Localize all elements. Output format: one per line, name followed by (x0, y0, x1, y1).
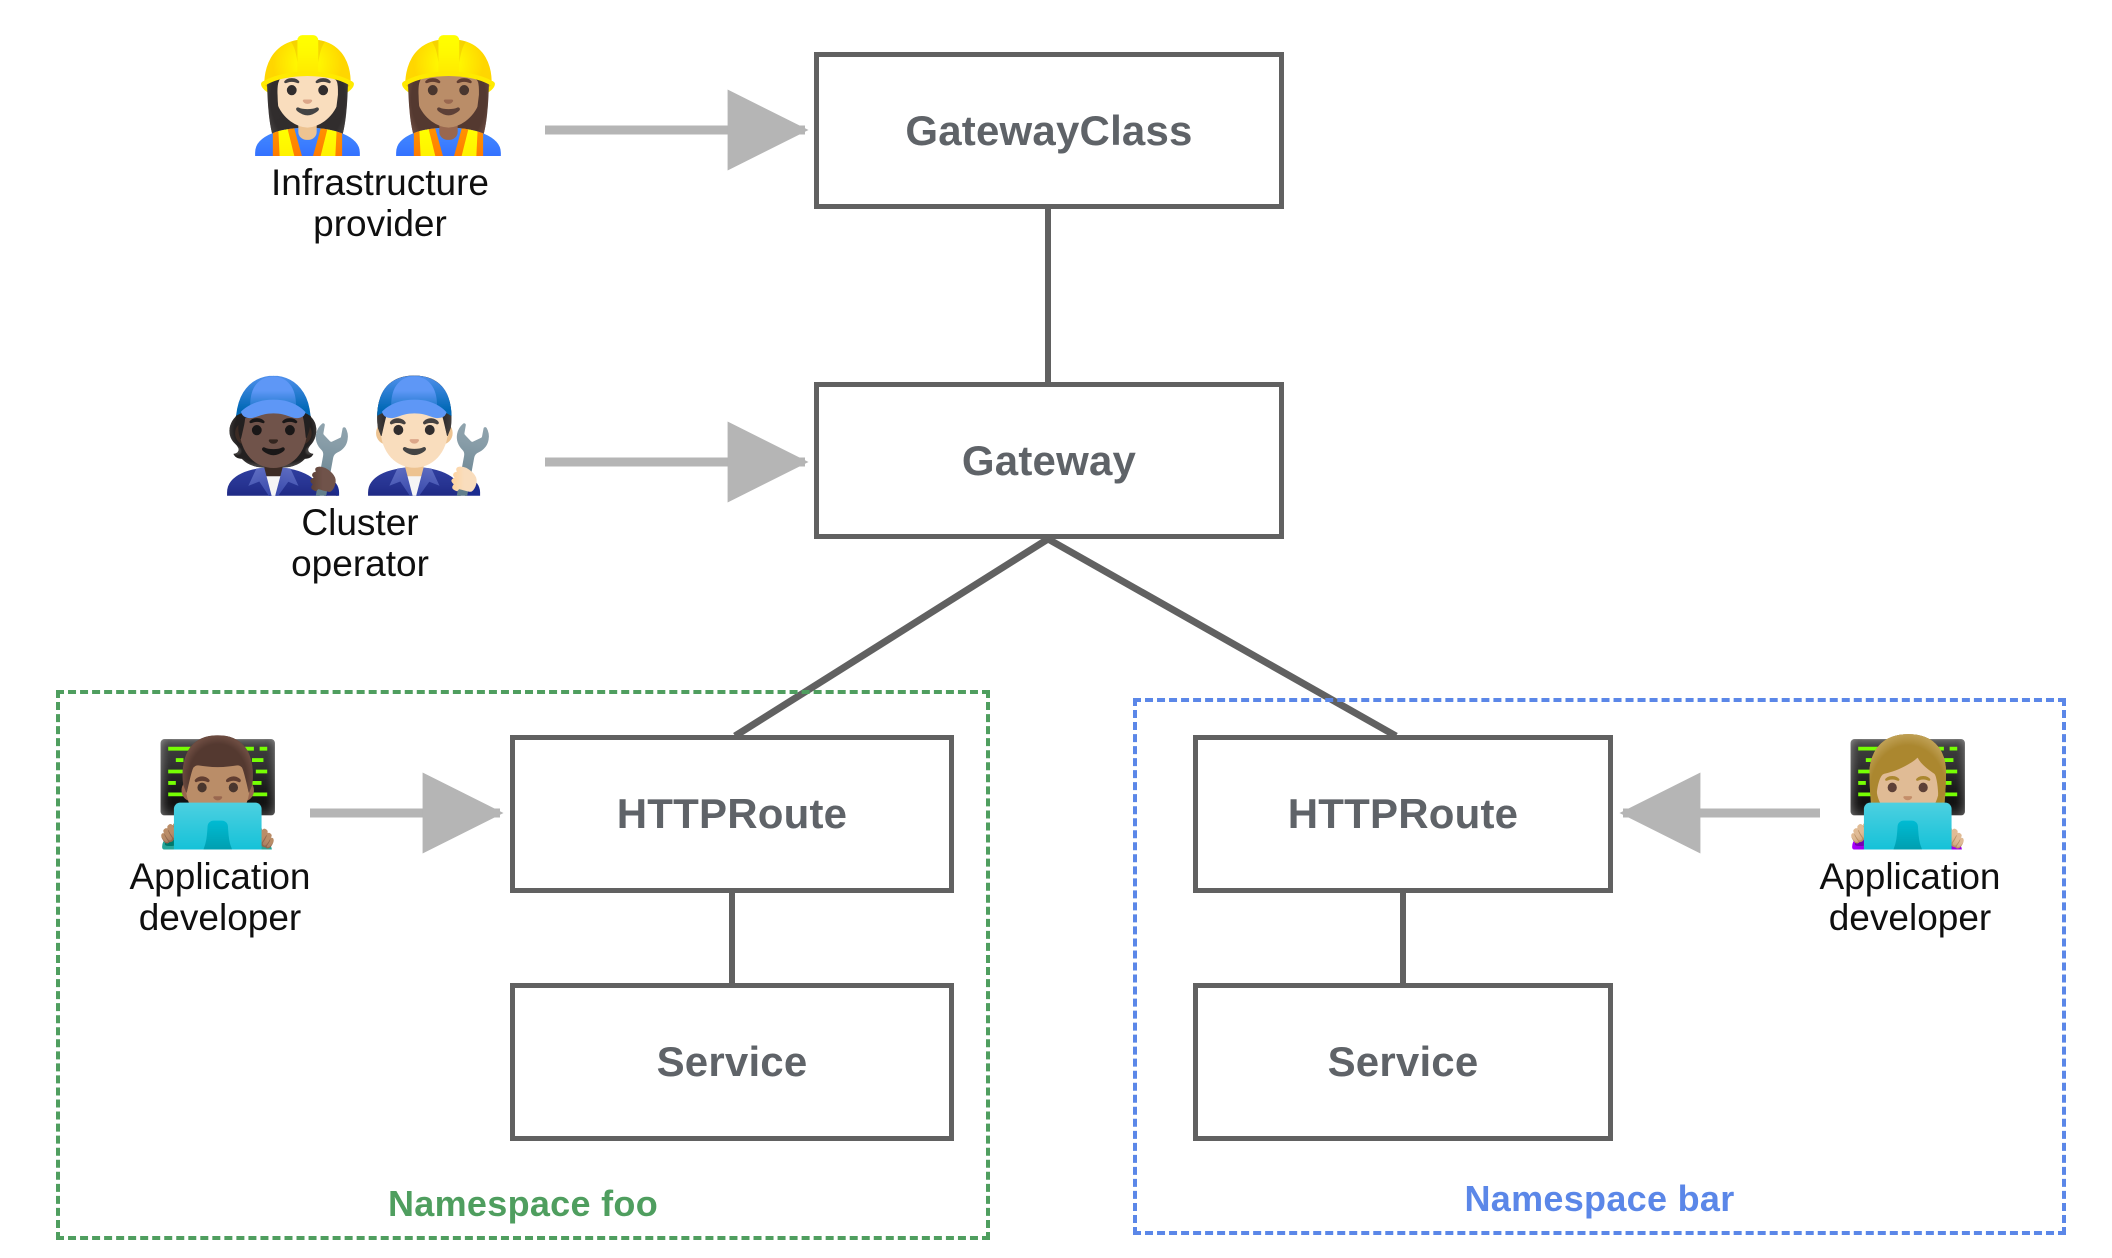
persona-caption-application-developer-foo: Application developer (129, 856, 311, 939)
persona-caption-application-developer-bar: Application developer (1819, 856, 2001, 939)
resource-label-service-foo: Service (656, 1038, 808, 1085)
persona-infrastructure-provider: 👷🏻‍♀️👷🏽‍♀️ Infrastructure provider (210, 40, 550, 245)
namespace-label-bar: Namespace bar (1464, 1178, 1735, 1219)
resource-label-gatewayclass: GatewayClass (905, 106, 1193, 154)
technologist-emoji: 👨🏽‍💻 (153, 731, 287, 853)
resource-label-service-bar: Service (1327, 1038, 1479, 1085)
resource-label-gateway: Gateway (961, 436, 1137, 484)
persona-cluster-operator: 🧑🏿‍🔧👨🏻‍🔧 Cluster operator (190, 380, 530, 585)
namespace-container-bar: Namespace bar (1133, 698, 2066, 1235)
resource-box-gateway[interactable]: Gateway (814, 382, 1284, 539)
resource-box-gatewayclass[interactable]: GatewayClass (814, 52, 1284, 209)
persona-caption-infrastructure-provider: Infrastructure provider (271, 162, 489, 245)
resource-box-httproute-foo[interactable]: HTTPRoute (510, 735, 954, 893)
persona-application-developer-foo: 👨🏽‍💻 Application developer (90, 740, 350, 939)
construction-worker-emoji: 👷🏻‍♀️👷🏽‍♀️ (239, 31, 521, 159)
resource-label-httproute-foo: HTTPRoute (616, 790, 848, 837)
persona-application-developer-bar: 👩🏼‍💻 Application developer (1780, 740, 2040, 939)
resource-box-service-bar[interactable]: Service (1193, 983, 1613, 1141)
namespace-container-foo: Namespace foo (56, 690, 990, 1240)
technologist-emoji: 👩🏼‍💻 (1843, 731, 1977, 853)
resource-box-service-foo[interactable]: Service (510, 983, 954, 1141)
mechanic-emoji: 🧑🏿‍🔧👨🏻‍🔧 (219, 371, 501, 499)
resource-box-httproute-bar[interactable]: HTTPRoute (1193, 735, 1613, 893)
namespace-label-foo: Namespace foo (388, 1183, 658, 1224)
persona-caption-cluster-operator: Cluster operator (291, 502, 429, 585)
resource-label-httproute-bar: HTTPRoute (1287, 790, 1519, 837)
